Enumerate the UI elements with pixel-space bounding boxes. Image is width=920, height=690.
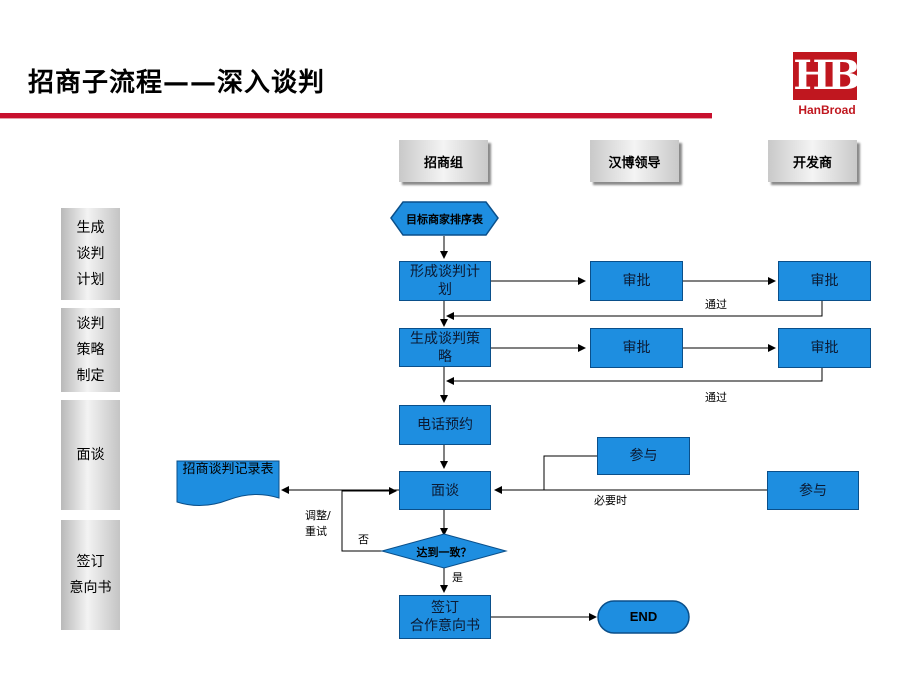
stage-plan-line: 计划: [76, 272, 105, 288]
phone-appointment-label: 电话预约: [417, 417, 473, 433]
record-document-label: 招商谈判记录表: [182, 462, 274, 477]
strategy-approval-developer-label: 审批: [810, 340, 839, 356]
no-label: 否: [358, 533, 369, 546]
meeting-node: 面谈: [399, 471, 491, 510]
decision-node-shape: [380, 533, 508, 569]
stage-sign-line: 意向书: [69, 580, 112, 596]
column-header-developer: 开发商: [768, 140, 857, 182]
retry-label: 重试: [305, 525, 327, 538]
logo-wordmark: HanBroad: [798, 103, 856, 117]
stage-plan-line: 谈判: [76, 246, 105, 262]
stage-plan: 生成 谈判 计划: [61, 208, 120, 300]
column-header-leadership: 汉博领导: [590, 140, 679, 182]
page-title: 招商子流程——深入谈判: [28, 68, 326, 98]
developer-participate-node: 参与: [767, 471, 859, 510]
stage-strategy-line: 谈判: [76, 316, 105, 332]
stage-strategy-line: 策略: [76, 342, 105, 358]
strategy-approval-leader-node: 审批: [590, 328, 683, 368]
record-document-shape: [176, 460, 280, 506]
end-node-label: END: [629, 609, 658, 624]
strategy-approval-leader-label: 审批: [622, 340, 651, 356]
sign-intent-line2: 合作意向书: [410, 618, 480, 634]
start-node-shape: [390, 201, 499, 236]
column-header-merchant-team: 招商组: [399, 140, 488, 182]
decision-label: 达到一致？: [416, 546, 472, 559]
stage-sign-line: 签订: [76, 554, 105, 570]
stage-strategy-line: 制定: [76, 368, 105, 384]
meeting-label: 面谈: [431, 482, 459, 499]
stage-strategy: 谈判 策略 制定: [61, 308, 120, 392]
form-strategy-node: 生成谈判策略: [399, 328, 491, 367]
plan-approval-developer-label: 审批: [810, 273, 839, 289]
hanbroad-logo: HB: [793, 52, 861, 100]
start-node-label: 目标商家排序表: [406, 213, 483, 226]
stage-sign: 签订 意向书: [61, 520, 120, 630]
adjust-label: 调整/: [305, 509, 331, 522]
plan-approval-leader-label: 审批: [622, 273, 651, 289]
form-strategy-label: 生成谈判策略: [410, 330, 480, 365]
sign-intent-line1: 签订: [431, 600, 459, 616]
stage-meeting: 面谈: [61, 400, 120, 510]
leader-participate-node: 参与: [597, 437, 690, 475]
title-divider: [0, 113, 712, 118]
plan-approval-developer-node: 审批: [778, 261, 871, 301]
developer-participate-label: 参与: [799, 482, 827, 499]
sign-intent-node: 签订 合作意向书: [399, 595, 491, 639]
end-node-shape: [597, 600, 690, 634]
phone-appointment-node: 电话预约: [399, 405, 491, 445]
leader-participate-label: 参与: [629, 448, 658, 464]
form-plan-label: 形成谈判计划: [410, 264, 480, 298]
stage-meeting-line: 面谈: [76, 447, 105, 463]
form-plan-node: 形成谈判计划: [399, 261, 491, 301]
plan-approval-leader-node: 审批: [590, 261, 683, 301]
stage-plan-line: 生成: [76, 220, 105, 236]
when-needed-label: 必要时: [594, 494, 627, 507]
strategy-pass-label: 通过: [705, 391, 727, 404]
strategy-approval-developer-node: 审批: [778, 328, 871, 368]
title-divider-shadow: [0, 118, 712, 119]
yes-label: 是: [452, 571, 463, 584]
plan-pass-label: 通过: [705, 298, 727, 311]
